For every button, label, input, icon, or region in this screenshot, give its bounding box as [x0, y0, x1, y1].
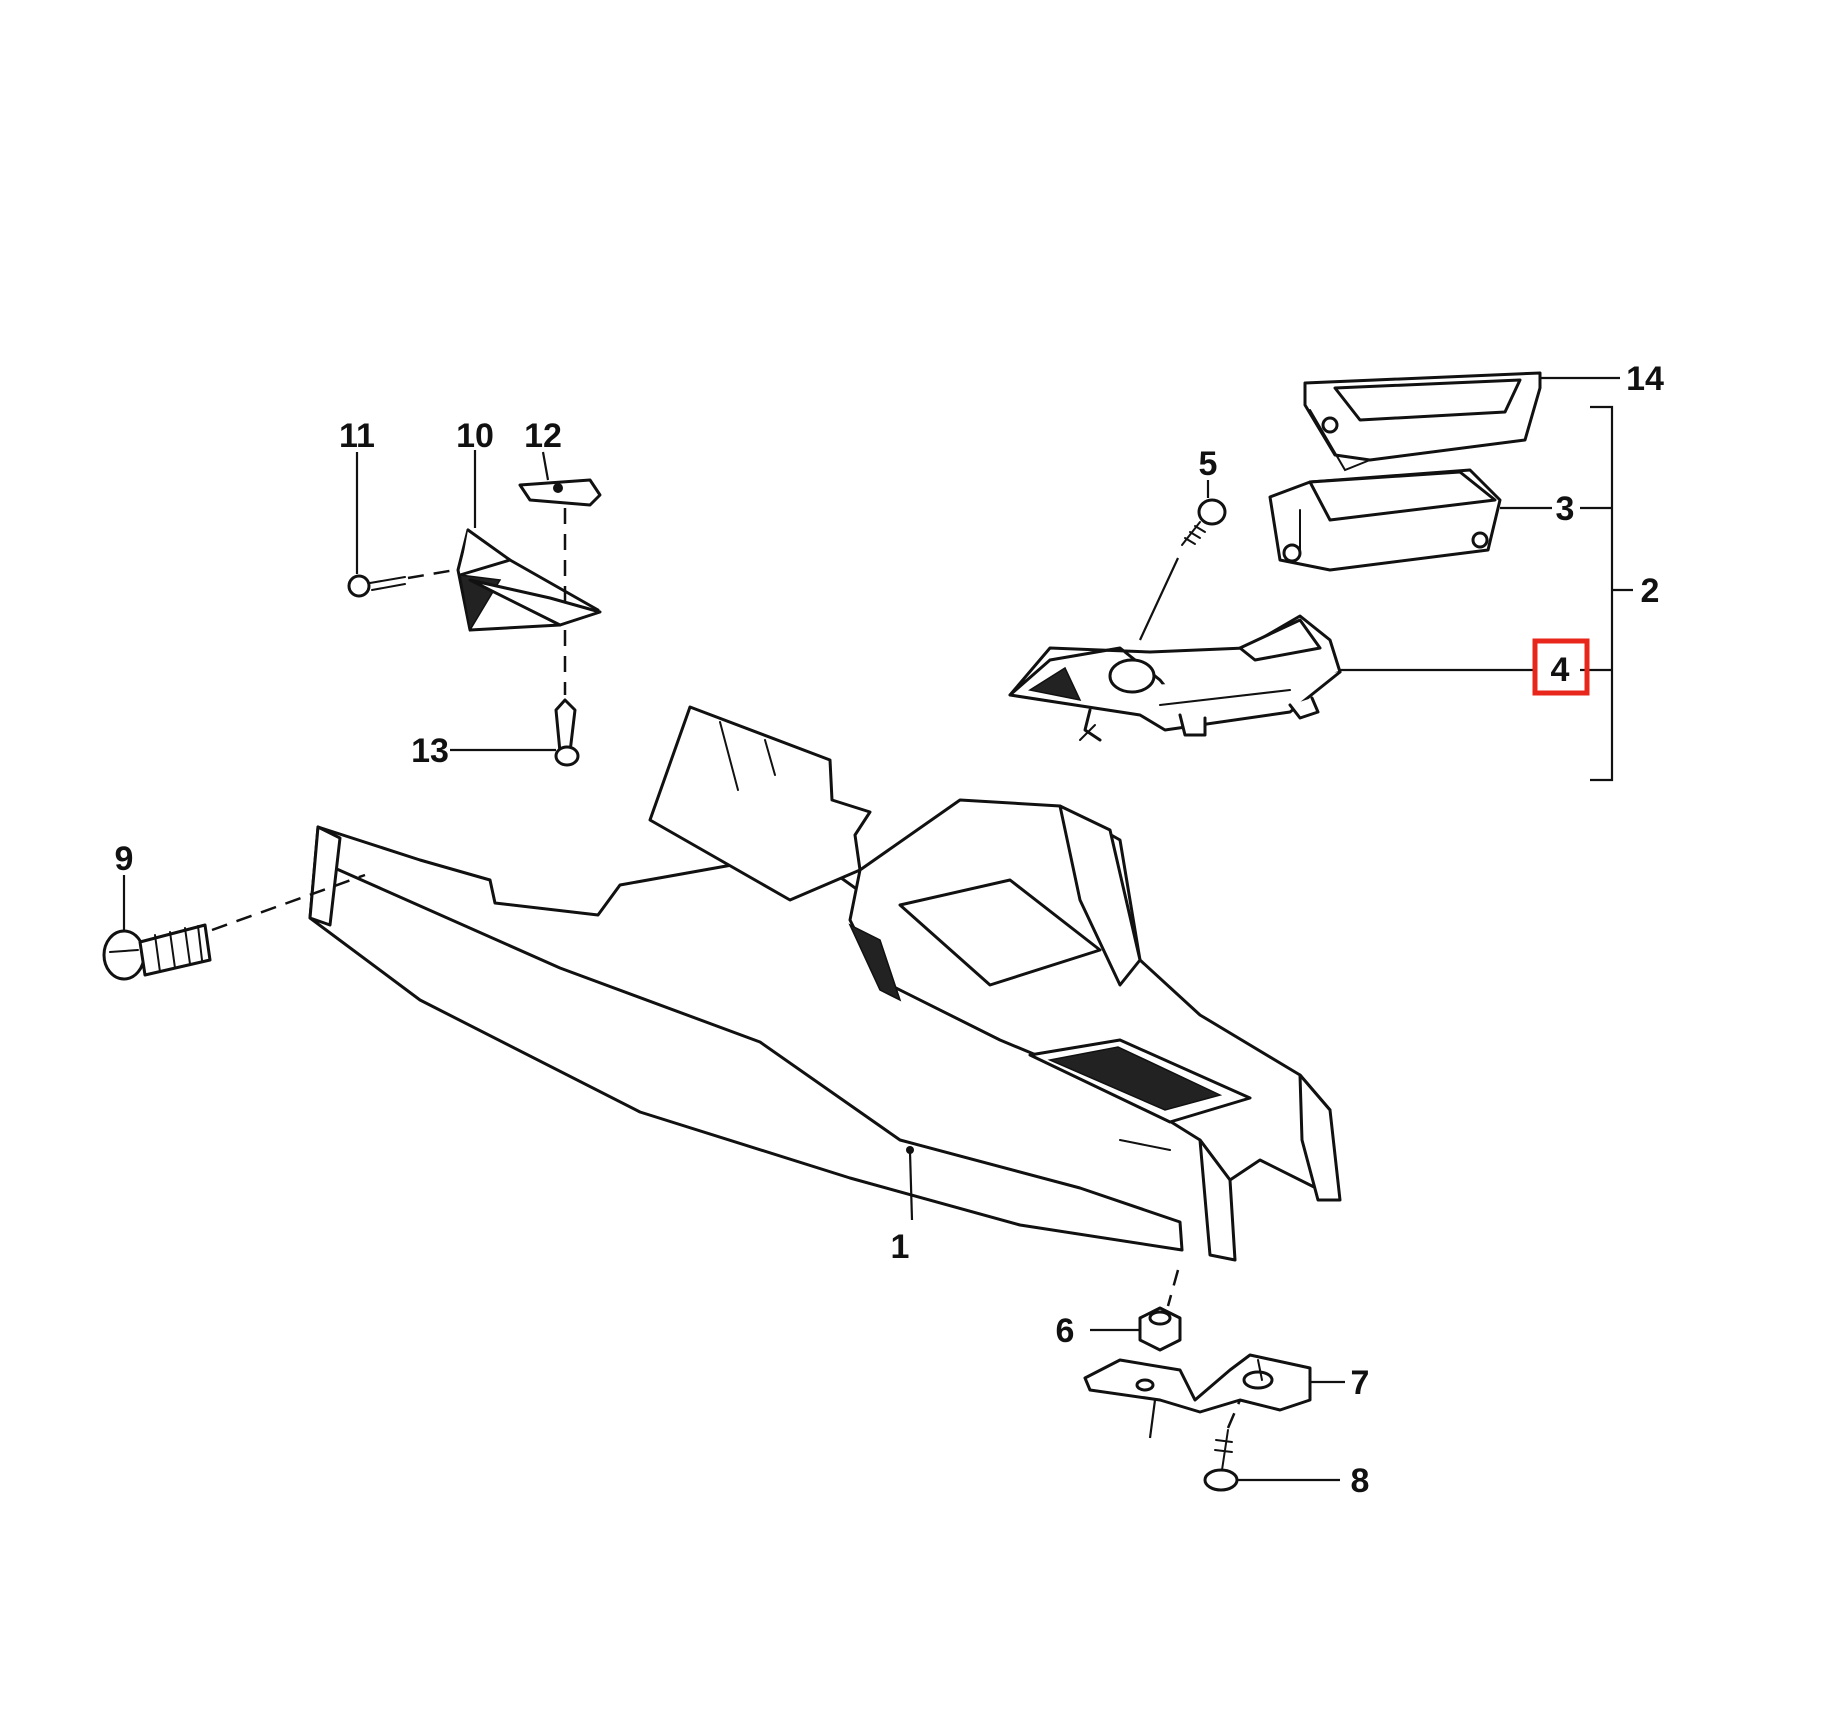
callout-2[interactable]: 2 — [1641, 572, 1660, 610]
selected-callout-highlight — [1532, 638, 1590, 696]
callout-12[interactable]: 12 — [524, 417, 562, 455]
callout-8[interactable]: 8 — [1351, 1462, 1370, 1500]
callout-11[interactable]: 11 — [339, 417, 375, 455]
screw-part-5 — [1139, 480, 1227, 641]
ashtray-insert-part-3 — [1268, 468, 1552, 572]
screw-part-8 — [1203, 1399, 1340, 1492]
center-console-part-1 — [308, 705, 1342, 1262]
screw-part-11 — [347, 452, 456, 598]
callout-6[interactable]: 6 — [1056, 1312, 1075, 1350]
clip-nut-part-12 — [518, 451, 602, 608]
assembly-bracket-part-2 — [1580, 405, 1633, 782]
callout-13[interactable]: 13 — [411, 732, 449, 770]
callout-14[interactable]: 14 — [1626, 360, 1664, 398]
callout-4[interactable]: 4 — [1551, 651, 1570, 689]
push-clip-part-9 — [102, 873, 366, 981]
ashtray-housing-part-4 — [1008, 614, 1535, 742]
callout-10[interactable]: 10 — [456, 417, 494, 455]
bracket-plate-part-7 — [1083, 1353, 1345, 1439]
tray-part-14 — [1303, 371, 1620, 472]
nut-part-6 — [1090, 1269, 1182, 1352]
bracket-part-10 — [456, 450, 602, 633]
callout-9[interactable]: 9 — [115, 840, 134, 878]
callout-1[interactable]: 1 — [891, 1228, 910, 1266]
callout-3[interactable]: 3 — [1556, 490, 1575, 528]
screw-part-13 — [450, 630, 580, 767]
callout-7[interactable]: 7 — [1351, 1364, 1370, 1402]
callout-5[interactable]: 5 — [1199, 445, 1218, 483]
